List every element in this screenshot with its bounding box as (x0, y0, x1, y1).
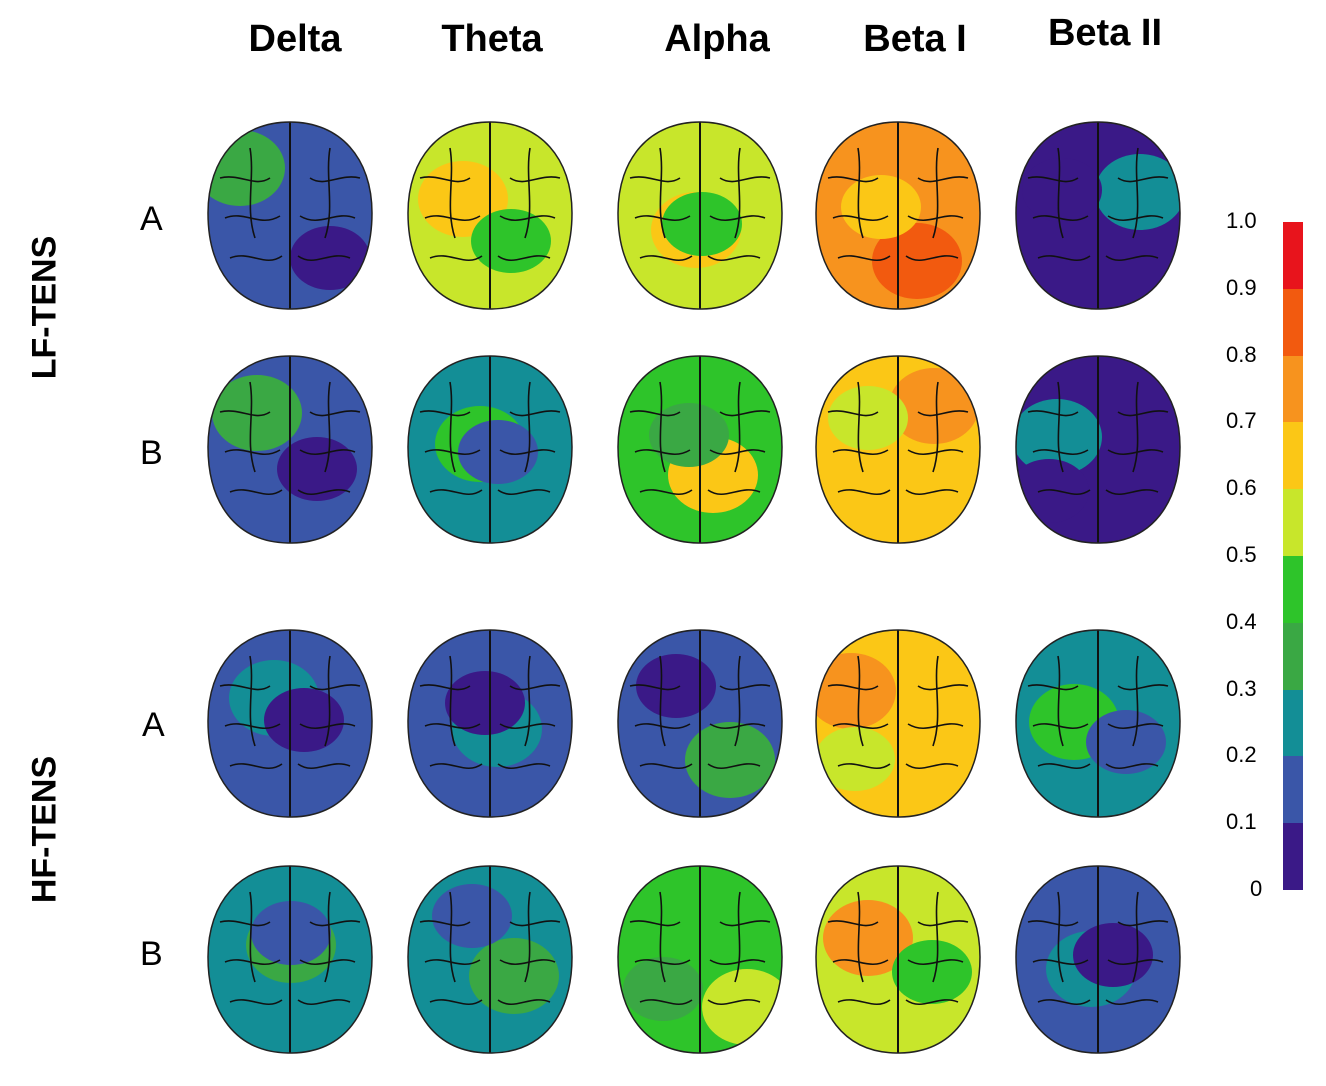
group-label-hf-tens: HF-TENS (25, 755, 64, 904)
colorbar-segment (1283, 823, 1303, 890)
colorbar-segment (1283, 355, 1303, 423)
row-label-lf-a: A (140, 200, 163, 238)
colorbar-tick-label: 0.5 (1226, 542, 1257, 567)
colorbar-tick-label: 0.2 (1226, 742, 1257, 768)
colorbar-tick-label: 0.9 (1226, 274, 1257, 300)
brain-map (1008, 862, 1188, 1057)
brain-map (1008, 352, 1188, 547)
brain-map (1008, 626, 1188, 821)
colorbar-segment (1283, 222, 1303, 289)
colorbar-segment (1283, 489, 1303, 556)
colorbar-tick-label: 0.8 (1226, 341, 1257, 367)
colorbar-tick-label: 0.6 (1226, 475, 1257, 501)
colorbar-tick-label: 0.4 (1226, 608, 1257, 634)
brain-map (400, 352, 580, 547)
colorbar-tick-label: 0.3 (1226, 675, 1257, 701)
band-header-delta: Delta (248, 18, 342, 60)
brain-map (200, 862, 380, 1057)
colorbar-segment (1283, 422, 1303, 490)
brain-map (200, 118, 380, 313)
brain-map (200, 352, 380, 547)
colorbar-segment (1283, 288, 1303, 356)
band-header-theta: Theta (441, 18, 543, 60)
brain-map (610, 352, 790, 547)
brain-map (400, 862, 580, 1057)
brain-map (400, 626, 580, 821)
colorbar (1283, 222, 1303, 890)
brain-map (808, 118, 988, 313)
brain-map (808, 862, 988, 1057)
colorbar-tick-label: 1.0 (1226, 208, 1257, 233)
brain-map (400, 118, 580, 313)
brain-map (200, 626, 380, 821)
brain-map (610, 118, 790, 313)
colorbar-segment (1283, 689, 1303, 757)
colorbar-segment (1283, 756, 1303, 824)
brain-map (610, 626, 790, 821)
brain-map (808, 352, 988, 547)
colorbar-tick-label: 0.7 (1226, 408, 1257, 434)
band-header-alpha: Alpha (664, 18, 770, 60)
band-header-beta-i: Beta I (863, 18, 967, 60)
colorbar-tick-label: 0 (1250, 876, 1263, 901)
row-label-lf-b: B (140, 434, 163, 472)
colorbar-tick-label: 0.1 (1226, 809, 1257, 835)
brain-map (1008, 118, 1188, 313)
band-header-beta-ii: Beta II (1047, 12, 1163, 54)
colorbar-segment (1283, 622, 1303, 690)
brain-map (610, 862, 790, 1057)
brain-map (808, 626, 988, 821)
row-label-hf-b: B (140, 935, 163, 973)
row-label-hf-a: A (142, 706, 165, 744)
colorbar-segment (1283, 555, 1303, 623)
group-label-lf-tens: LF-TENS (25, 235, 64, 380)
